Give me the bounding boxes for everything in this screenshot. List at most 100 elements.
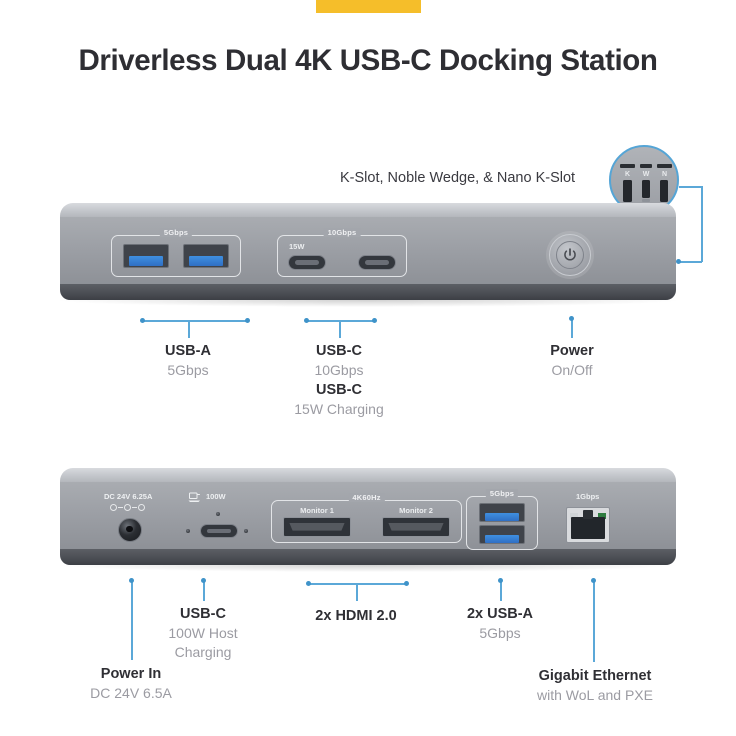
rear-hdmi-port-1[interactable] (283, 517, 351, 537)
kslot-connector-dot (676, 259, 681, 264)
leader-usbc-host-dot (201, 578, 206, 583)
dock-front-view: 5Gbps 10Gbps 15W (60, 203, 676, 300)
rear-usba-port-1[interactable] (479, 503, 525, 522)
callout-rear-ethernet-title: Gigabit Ethernet (538, 668, 652, 684)
rear-ethernet-label: 1Gbps (576, 492, 600, 501)
polarity-line-left (118, 507, 123, 508)
kslot-letter-n: N (661, 171, 668, 178)
kslot-connector-vert (701, 186, 703, 262)
callout-front-usbc-10g: USB-C 10Gbps (279, 342, 399, 380)
dock-front-top-edge (60, 203, 676, 217)
dock-rear-base (60, 549, 676, 565)
rear-dc-label: DC 24V 6.25A (104, 492, 153, 501)
dock-front-shadow (60, 300, 676, 307)
leader-usba-h (142, 320, 249, 322)
callout-rear-hdmi: 2x HDMI 2.0 (296, 607, 416, 626)
leader-usba-dot-left (140, 318, 145, 323)
callout-rear-usbc-host-sub2: Charging (174, 644, 232, 660)
power-icon (564, 248, 576, 261)
callout-front-usba-sub: 5Gbps (167, 362, 209, 378)
polarity-circle-left (110, 504, 117, 511)
kslot-letter-k: K (624, 171, 631, 178)
kslot-connector-bottom (678, 261, 702, 263)
leader-usba-v (188, 320, 190, 338)
front-usba-port-2[interactable] (183, 244, 229, 268)
leader-usba-dot-right (245, 318, 250, 323)
power-button[interactable] (549, 234, 591, 276)
ethernet-clip-slot (582, 510, 594, 519)
callout-front-usbc-15w-sub: 15W Charging (294, 401, 384, 417)
rear-dc-power-jack[interactable] (118, 518, 142, 542)
callout-rear-usbc-host: USB-C 100W Host Charging (143, 605, 263, 662)
front-usbc-group: 10Gbps (277, 228, 407, 277)
front-usbc-15w-tag: 15W (289, 242, 305, 251)
callout-rear-powerin-title: Power In (100, 666, 162, 682)
callout-front-usba-title: USB-A (165, 343, 211, 359)
polarity-line-right (132, 507, 137, 508)
leader-powerin-v (131, 580, 133, 660)
dock-rear-top-edge (60, 468, 676, 482)
leader-hdmi-h (308, 583, 408, 585)
front-usbc-port-15w[interactable] (288, 255, 326, 270)
kslot-letter-w: W (642, 171, 650, 178)
callout-front-usbc-15w: USB-C 15W Charging (279, 381, 399, 419)
leader-usbc-host-v (203, 580, 205, 601)
dc-polarity-icon (110, 504, 145, 511)
kslot-bar-k (620, 164, 635, 168)
rear-hdmi-1-label: Monitor 1 (300, 506, 334, 515)
laptop-host-icon (188, 492, 200, 502)
ethernet-led-left (570, 512, 578, 519)
callout-rear-ethernet-sub: with WoL and PXE (537, 687, 653, 703)
callout-rear-usba-title: 2x USB-A (466, 606, 534, 622)
kslot-bar-w (640, 164, 652, 168)
screw-hole-left (186, 529, 190, 533)
front-usba-group: 5Gbps (111, 228, 241, 277)
dock-front-base (60, 284, 676, 300)
front-usbc-port-10gbps[interactable] (358, 255, 396, 270)
leader-rear-usba-v (500, 580, 502, 601)
callout-front-usbc-15w-title: USB-C (316, 382, 362, 398)
callout-rear-powerin: Power In DC 24V 6.5A (71, 665, 191, 703)
callout-rear-hdmi-title: 2x HDMI 2.0 (315, 608, 397, 624)
rear-ethernet-port[interactable] (566, 507, 610, 543)
ethernet-led-right (598, 512, 606, 519)
polarity-circle-mid (124, 504, 131, 511)
rear-hdmi-2-label: Monitor 2 (399, 506, 433, 515)
callout-rear-usbc-host-sub: 100W Host (168, 625, 238, 641)
kslot-opening-n (660, 180, 668, 202)
usba-blue-insert (188, 255, 224, 266)
leader-usbc-v (339, 320, 341, 338)
page-title: Driverless Dual 4K USB-C Docking Station (78, 44, 658, 77)
callout-rear-usbc-host-title: USB-C (180, 606, 226, 622)
front-usba-group-label: 5Gbps (159, 228, 193, 237)
callout-front-power-title: Power (550, 343, 594, 359)
dock-rear-shadow (60, 565, 676, 572)
callout-front-power-sub: On/Off (551, 362, 593, 378)
callout-rear-usba: 2x USB-A 5Gbps (440, 605, 560, 643)
leader-hdmi-v (356, 583, 358, 601)
kslot-bar-n (657, 164, 672, 168)
kslot-wedge-base (642, 199, 650, 202)
rear-usbc-host-port[interactable] (200, 524, 238, 538)
rear-usba-group: 5Gbps (466, 489, 538, 550)
callout-front-power: Power On/Off (512, 342, 632, 380)
rear-usba-port-2[interactable] (479, 525, 525, 544)
rear-host-100w-label: 100W (206, 492, 226, 501)
leader-power-v (571, 318, 573, 338)
rear-hdmi-group: 4K60Hz (271, 493, 462, 543)
front-usbc-group-label: 10Gbps (323, 228, 361, 237)
kslot-caption: K-Slot, Noble Wedge, & Nano K-Slot (340, 170, 576, 186)
leader-ethernet-v (593, 580, 595, 662)
rear-hdmi-port-2[interactable] (382, 517, 450, 537)
callout-rear-powerin-sub: DC 24V 6.5A (90, 685, 172, 701)
leader-rear-usba-dot (498, 578, 503, 583)
polarity-circle-right (138, 504, 145, 511)
usba-blue-insert (484, 535, 520, 544)
callout-rear-usba-sub: 5Gbps (479, 625, 521, 641)
front-usba-port-1[interactable] (123, 244, 169, 268)
screw-hole-right (244, 529, 248, 533)
rear-usba-group-label: 5Gbps (485, 489, 519, 498)
accent-bar (316, 0, 421, 13)
ethernet-port-cavity (570, 516, 606, 539)
